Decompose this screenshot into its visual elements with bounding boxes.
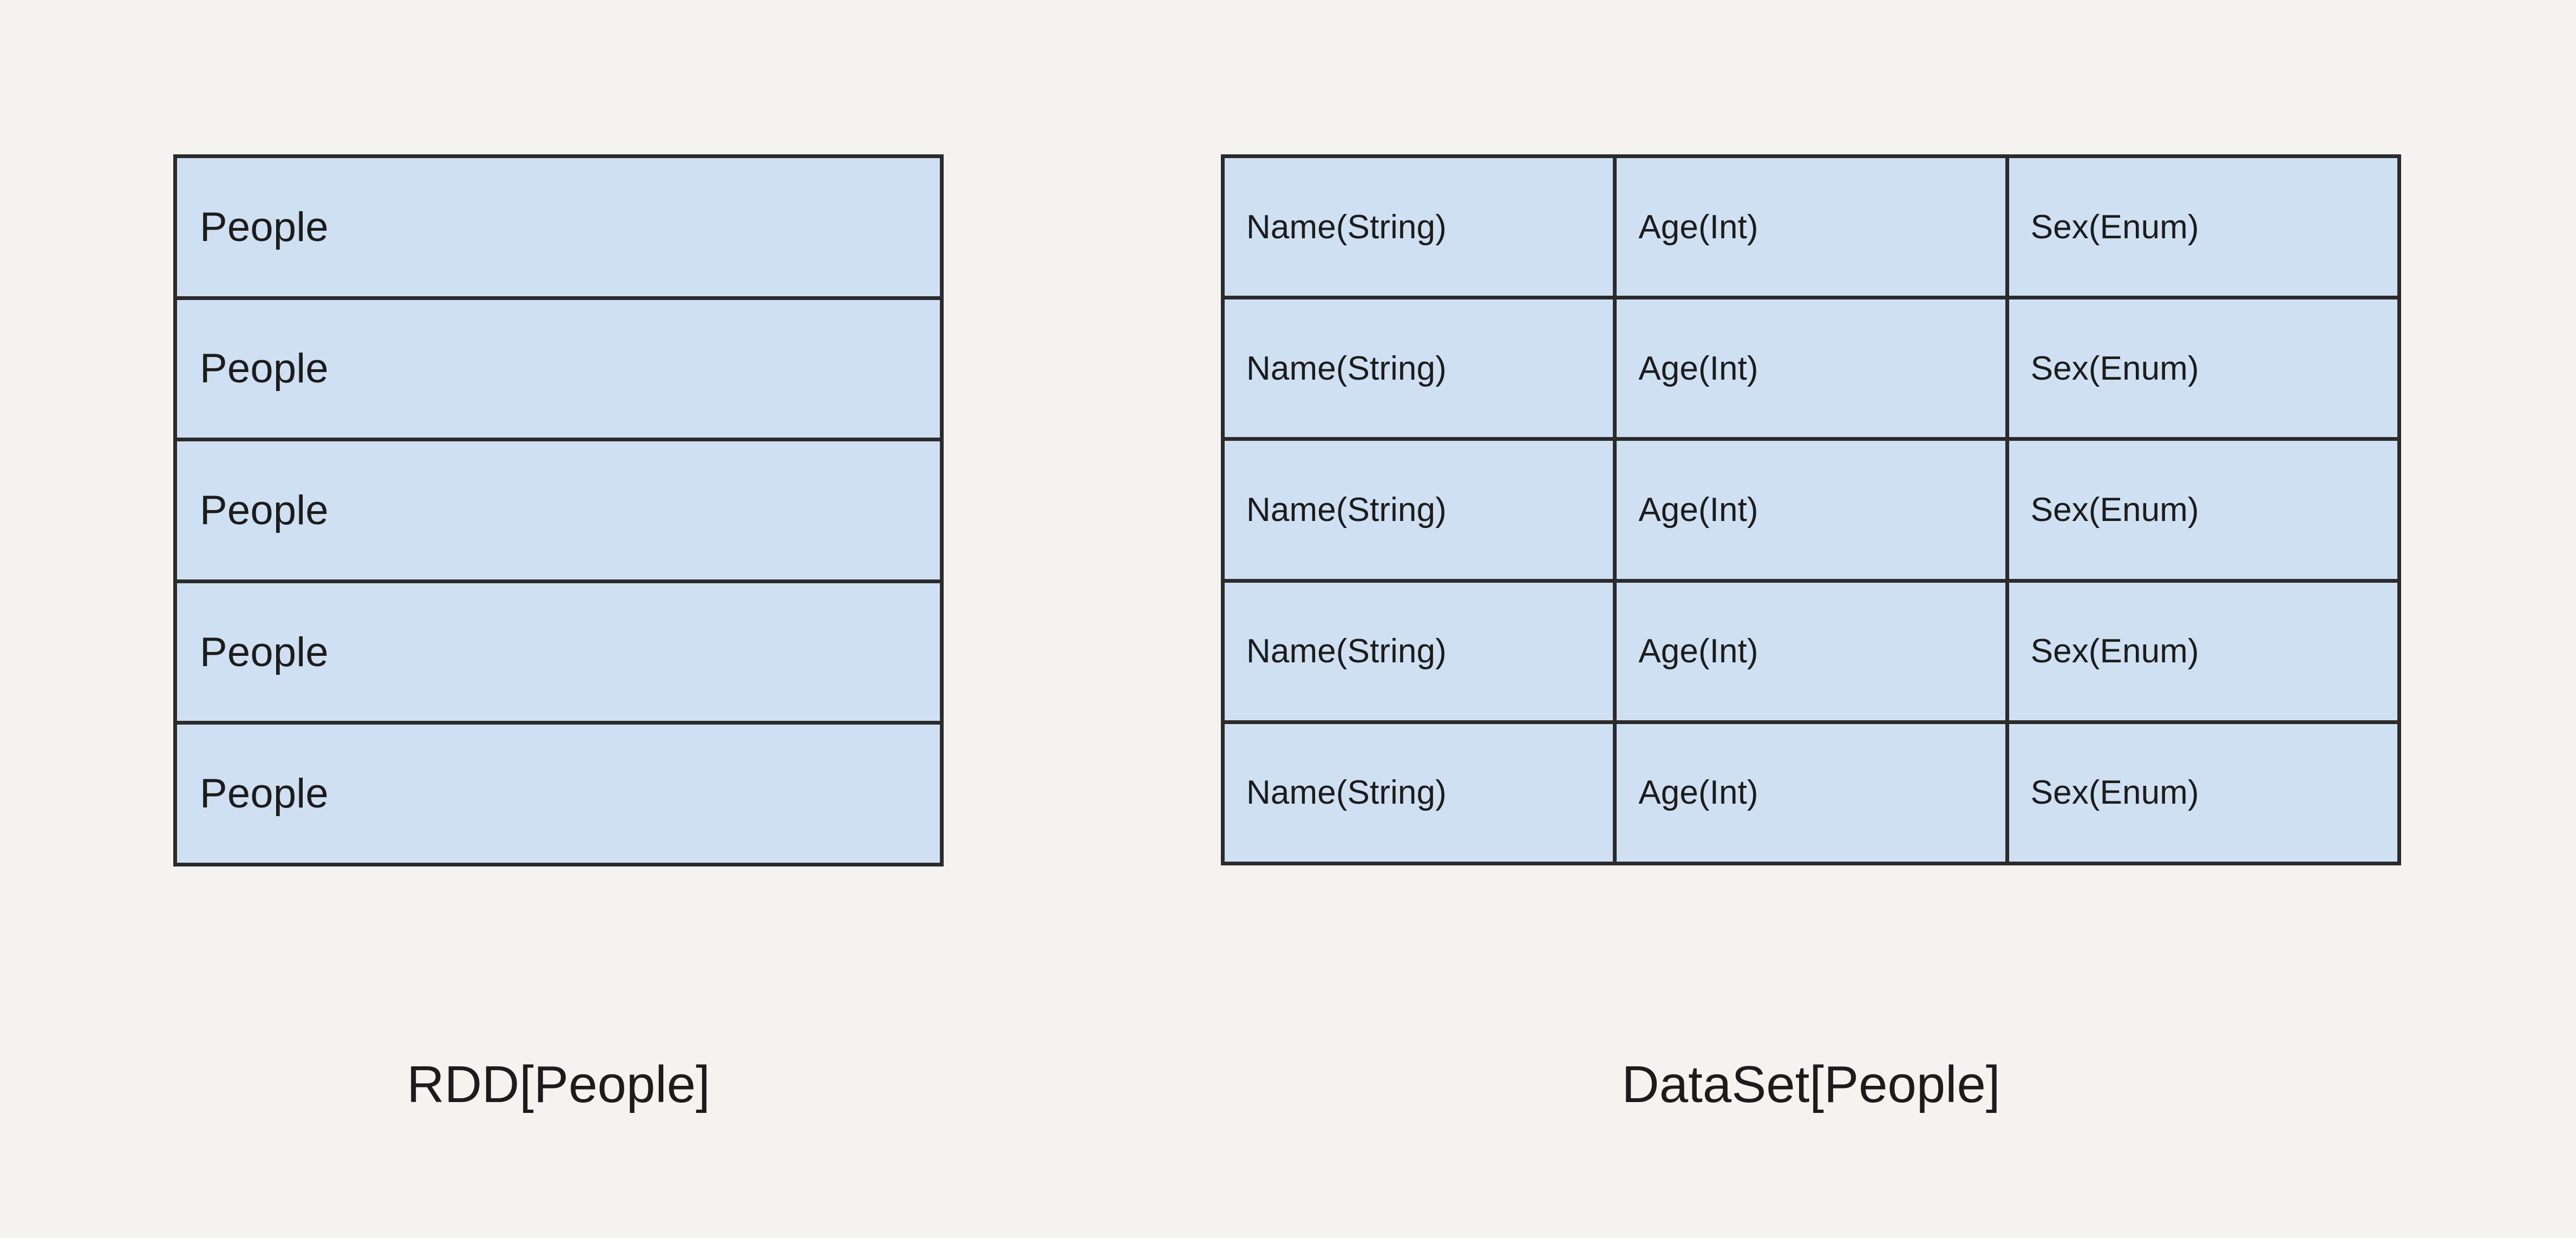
dataset-cell-age: Age(Int): [1617, 299, 2009, 438]
rdd-cell: People: [200, 629, 329, 675]
rdd-cell: People: [200, 487, 329, 533]
table-row: Name(String) Age(Int) Sex(Enum): [1225, 299, 2397, 441]
dataset-cell-name: Name(String): [1225, 724, 1617, 862]
rdd-cell: People: [200, 346, 329, 392]
dataset-box: Name(String) Age(Int) Sex(Enum) Name(Str…: [1221, 154, 2401, 865]
dataset-cell-age: Age(Int): [1617, 724, 2009, 862]
table-row: People: [177, 441, 940, 583]
dataset-cell-sex: Sex(Enum): [2030, 208, 2199, 246]
dataset-cell-sex: Sex(Enum): [2030, 491, 2199, 529]
dataset-cell-sex: Sex(Enum): [2030, 633, 2199, 670]
dataset-caption: DataSet[People]: [1622, 1055, 2000, 1113]
dataset-cell-name: Name(String): [1225, 158, 1617, 296]
rdd-box: People People People People People: [173, 154, 944, 866]
table-row: People: [177, 583, 940, 725]
dataset-cell-name: Name(String): [1225, 299, 1617, 438]
rdd-cell: People: [200, 771, 329, 817]
dataset-cell-name: Name(String): [1225, 582, 1617, 720]
table-row: Name(String) Age(Int) Sex(Enum): [1225, 158, 2397, 300]
rdd-caption: RDD[People]: [407, 1055, 710, 1113]
table-row: Name(String) Age(Int) Sex(Enum): [1225, 441, 2397, 583]
table-row: People: [177, 299, 940, 442]
dataset-cell-age: Age(Int): [1617, 441, 2009, 579]
rdd-cell: People: [200, 204, 329, 250]
table-row: People: [177, 158, 940, 300]
dataset-cell-age: Age(Int): [1617, 158, 2009, 296]
dataset-cell-sex: Sex(Enum): [2030, 349, 2199, 387]
dataset-cell-sex: Sex(Enum): [2030, 774, 2199, 812]
table-row: Name(String) Age(Int) Sex(Enum): [1225, 582, 2397, 724]
dataset-cell-name: Name(String): [1225, 441, 1617, 579]
table-row: People: [177, 725, 940, 863]
table-row: Name(String) Age(Int) Sex(Enum): [1225, 724, 2397, 862]
dataset-cell-age: Age(Int): [1617, 582, 2009, 720]
